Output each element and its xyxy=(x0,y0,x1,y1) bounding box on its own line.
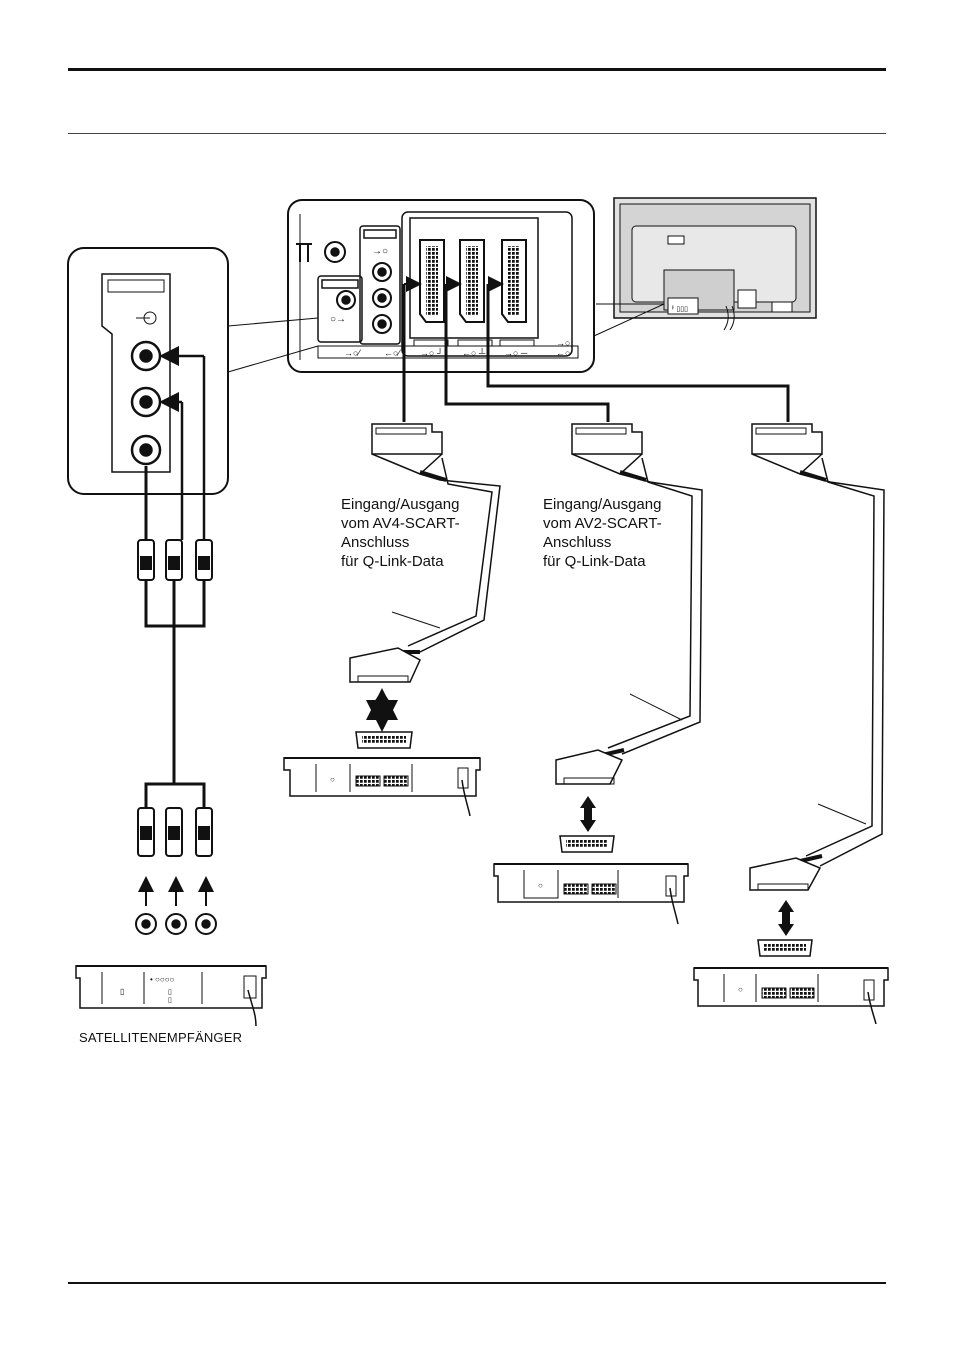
device-1: ○ xyxy=(284,732,480,816)
av4-label-line3: Anschluss xyxy=(341,533,460,552)
satellite-receiver-label: SATELLITENEMPFÄNGER xyxy=(79,1030,242,1045)
svg-text:→○ ─: →○ ─ xyxy=(504,348,528,358)
svg-text:←○⁄: ←○⁄ xyxy=(384,348,401,358)
scart-cable-right xyxy=(750,424,884,890)
rear-terminal-panel: ○→ →○ →○⁄ ←○⁄ →○ ┘ ←○ ┴ →○ ─ xyxy=(288,200,594,372)
av4-label-line2: vom AV4-SCART- xyxy=(341,514,460,533)
scart-socket-2 xyxy=(460,240,484,322)
av4-label-line4: für Q-Link-Data xyxy=(341,552,460,571)
svg-text:→○⁄: →○⁄ xyxy=(344,348,361,358)
svg-text:ᴵⁱ ▯▯▯: ᴵⁱ ▯▯▯ xyxy=(672,305,688,313)
tv-rear-view: ᴵⁱ ▯▯▯ xyxy=(614,198,816,330)
scart-socket-1 xyxy=(420,240,444,322)
svg-text:○: ○ xyxy=(738,985,743,994)
svg-text:→○: →○ xyxy=(556,338,570,348)
svg-text:←○ ┴: ←○ ┴ xyxy=(462,347,486,358)
av2-label-line2: vom AV2-SCART- xyxy=(543,514,662,533)
scart-socket-3 xyxy=(502,240,526,322)
av2-label-line1: Eingang/Ausgang xyxy=(543,495,662,514)
svg-text:▯: ▯ xyxy=(168,989,172,996)
scart-cable-av2 xyxy=(556,424,702,784)
rca-plugs-top xyxy=(138,540,212,580)
svg-text:• ○○○○: • ○○○○ xyxy=(150,975,175,984)
svg-text:○: ○ xyxy=(538,881,543,890)
svg-text:→○: →○ xyxy=(372,246,388,257)
svg-text:○: ○ xyxy=(330,775,335,784)
av2-label-line4: für Q-Link-Data xyxy=(543,552,662,571)
av2-scart-label: Eingang/Ausgang vom AV2-SCART- Anschluss… xyxy=(543,495,662,571)
svg-text:▯: ▯ xyxy=(168,997,172,1004)
av4-scart-label: Eingang/Ausgang vom AV4-SCART- Anschluss… xyxy=(341,495,460,571)
rca-plugs-bottom xyxy=(138,808,212,856)
svg-text:○→: ○→ xyxy=(330,314,346,325)
device-3: ○ xyxy=(694,940,888,1024)
av2-label-line3: Anschluss xyxy=(543,533,662,552)
device-2: ○ xyxy=(494,836,688,924)
double-arrow-icon xyxy=(374,690,390,728)
svg-text:▯: ▯ xyxy=(120,987,124,996)
svg-text:→○ ┘: →○ ┘ xyxy=(420,347,443,358)
svg-text:←○: ←○ xyxy=(556,348,570,358)
satellite-output-jacks xyxy=(136,914,216,934)
av4-label-line1: Eingang/Ausgang xyxy=(341,495,460,514)
satellite-receiver: ▯ • ○○○○ ▯ ▯ xyxy=(76,966,266,1026)
